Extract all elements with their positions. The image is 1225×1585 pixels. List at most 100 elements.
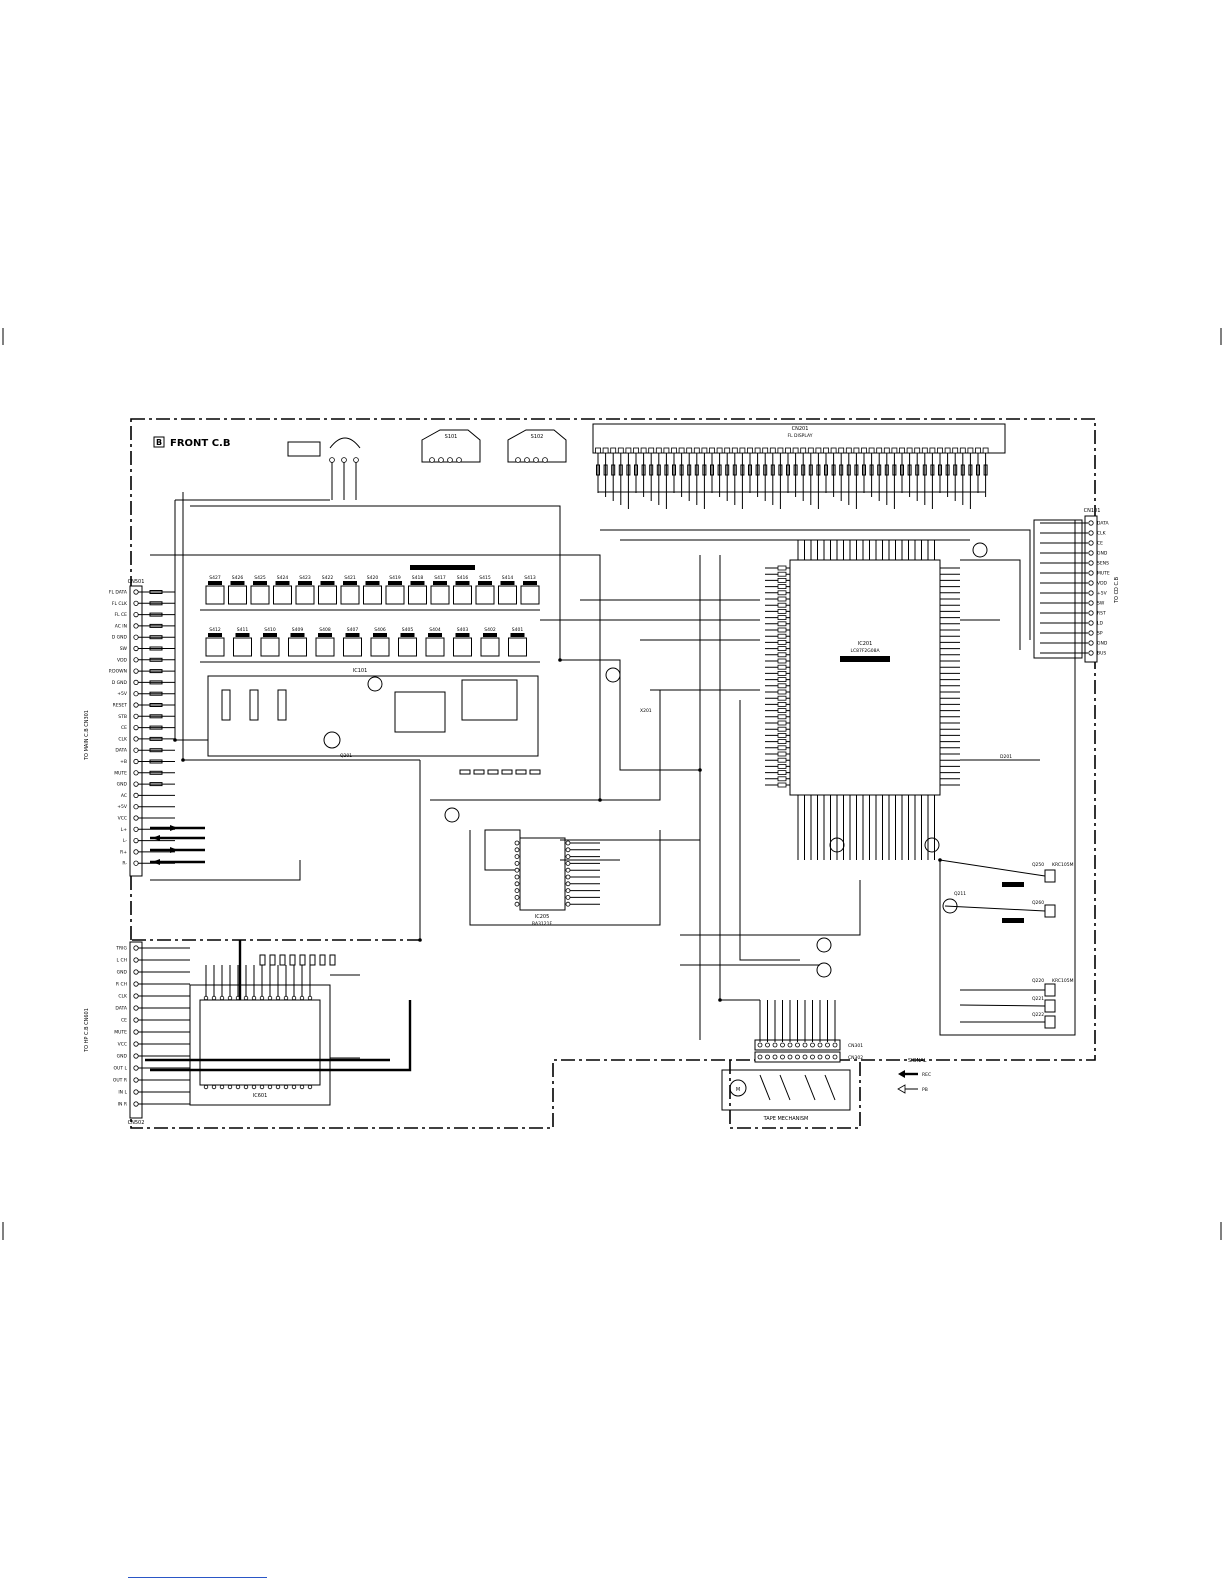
junction: [718, 998, 722, 1002]
cn201-pin: [709, 447, 715, 454]
cn201-resistor: [626, 464, 631, 476]
ic601-pin-top: [299, 995, 305, 1001]
cn201-pin: [724, 447, 731, 454]
switch-tag: [373, 633, 387, 637]
ic601-pin-top: [251, 995, 257, 1001]
ic205-pin-right: [565, 861, 571, 866]
cn501-pin-label: STB: [118, 714, 127, 720]
ic201-microcontroller: IC201 LC87F2G08A: [765, 540, 960, 860]
cn501-pin: [133, 792, 139, 799]
ic201-pad: [777, 671, 787, 676]
svg-text:TO MAIN C.B CN301: TO MAIN C.B CN301: [84, 710, 90, 761]
cn501-pin: [133, 657, 139, 663]
cn201-pin: [830, 447, 837, 454]
ic201-pad: [777, 565, 787, 571]
cn201-resistor: [656, 464, 661, 476]
ic601-pin-bottom: [235, 1084, 241, 1090]
net: [939, 859, 1046, 877]
cn201-pin: [937, 447, 943, 454]
resistor: [501, 769, 513, 775]
switch-label: S421: [344, 575, 356, 581]
ic201-pad: [777, 677, 787, 682]
resistor: [515, 769, 527, 775]
junction: [418, 938, 422, 942]
cn502-pin: [133, 1005, 139, 1011]
switch-label: S403: [457, 627, 469, 633]
capacitor: [329, 954, 336, 966]
switch-tag: [298, 581, 312, 585]
resistor: [149, 612, 163, 617]
switch: [385, 585, 405, 605]
switch-label: S423: [299, 575, 311, 581]
svg-text:CN302: CN302: [848, 1055, 863, 1061]
cn201-pin: [876, 447, 883, 454]
capacitor: [279, 954, 286, 966]
cn201-resistor: [831, 464, 836, 476]
switch: [408, 585, 427, 605]
junction: [598, 798, 602, 802]
cn501-pin-label: CLK: [118, 736, 128, 742]
cn201-resistor: [808, 464, 813, 476]
svg-text:X201: X201: [640, 708, 652, 714]
switch-label: S406: [374, 627, 386, 633]
cn502-pin-label: OUT R: [113, 1078, 127, 1084]
switch-label: S420: [367, 575, 379, 581]
junction: [938, 858, 942, 862]
cn301-pin: [825, 1042, 830, 1048]
ic205-pin-left: [514, 901, 520, 907]
cn201-pin: [838, 447, 845, 454]
resistor: [149, 657, 163, 662]
cn501-pin: [133, 815, 139, 821]
svg-text:D201: D201: [1000, 754, 1012, 760]
ic601-pin-bottom: [275, 1084, 281, 1090]
cn201-resistor: [892, 464, 897, 476]
switch-label: S425: [254, 575, 266, 581]
switch-tag: [290, 633, 305, 637]
ic205-pin-right: [565, 874, 571, 880]
ic601-pin-bottom: [203, 1084, 209, 1090]
cn201-pin: [906, 447, 913, 454]
svg-text:Q260: Q260: [1032, 900, 1044, 906]
ic201-pad: [777, 689, 787, 695]
cn201-resistor: [869, 464, 874, 476]
cn101-pin: [1088, 550, 1094, 556]
ic205-pin-left: [514, 881, 520, 887]
svg-text:IC101: IC101: [353, 668, 368, 674]
switch-tag: [230, 581, 245, 585]
signal-arrow: [152, 859, 160, 865]
ic201-pad: [777, 615, 787, 620]
cn502-pin: [133, 969, 139, 975]
cn201-pin: [663, 447, 670, 454]
svg-text:CN201: CN201: [792, 426, 809, 432]
ic201-pad: [777, 782, 787, 788]
cn201-resistor: [938, 464, 942, 476]
switch-s101: S101: [421, 429, 481, 463]
cn201-pin: [633, 447, 639, 454]
cn502-pin-label: IN L: [118, 1090, 127, 1096]
ic601-pin-bottom: [267, 1084, 273, 1090]
switch-label: S413: [524, 575, 536, 581]
cn201-resistor: [884, 464, 889, 476]
cn501-pin-label: CE: [121, 725, 127, 731]
connector-cn201: CN201 FL DISPLAY: [592, 423, 1006, 509]
cn201-pin: [617, 447, 624, 454]
cn101-pin: [1088, 620, 1094, 626]
cn201-resistor: [634, 464, 638, 476]
cn502-pin-label: GND: [117, 1054, 128, 1060]
cn501-pin: [133, 645, 139, 652]
svg-text:IC601: IC601: [253, 1093, 268, 1099]
cn302-pin: [772, 1054, 778, 1060]
switch-label: S415: [479, 575, 491, 581]
switch: [508, 637, 527, 657]
net: [150, 554, 601, 800]
switch: [205, 637, 225, 657]
switch-tag: [433, 581, 447, 585]
net: [680, 880, 861, 936]
switch-label: S401: [512, 627, 524, 633]
cn302-pin: [802, 1054, 808, 1060]
remote-sensor: [287, 437, 361, 500]
cn502-pin: [133, 957, 139, 963]
svg-text:KRC105M: KRC105M: [1052, 862, 1074, 868]
cn501-pin: [133, 713, 139, 719]
